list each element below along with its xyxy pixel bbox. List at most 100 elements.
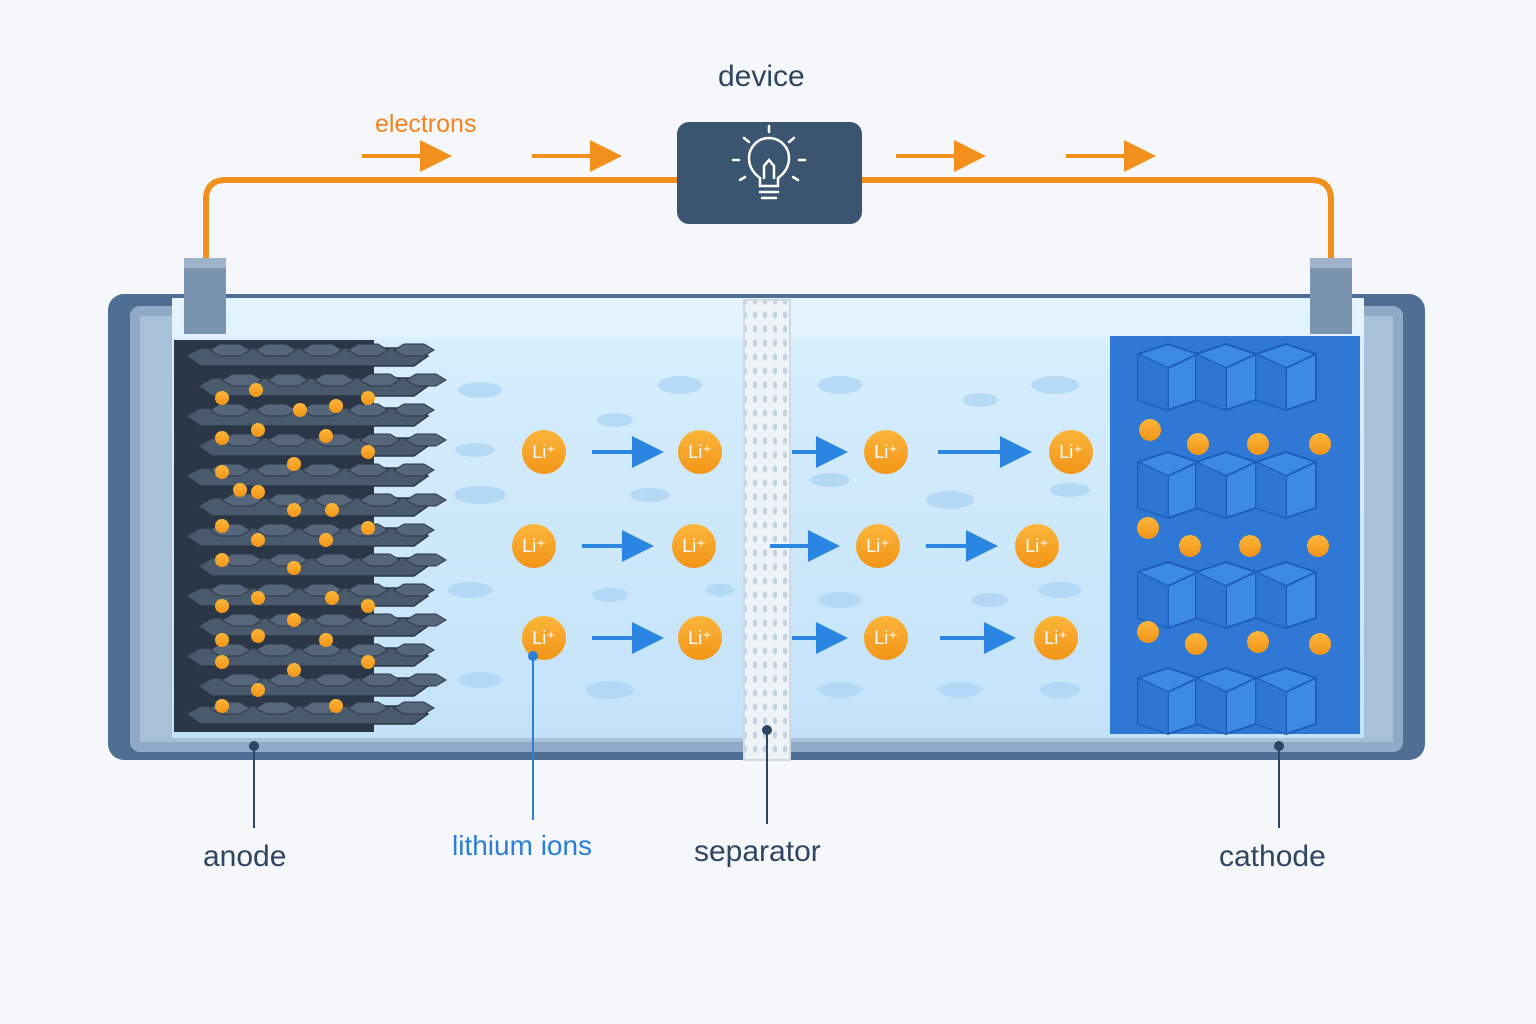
cathode-lithium-dot (1307, 535, 1329, 557)
graphite-layer (196, 373, 447, 397)
lithium-ion: Li⁺ (522, 430, 566, 474)
cathode-crystal (1195, 450, 1257, 520)
graphite-layer (184, 701, 435, 725)
lithium-ion: Li⁺ (678, 616, 722, 660)
electrolyte-bubbles (448, 376, 1090, 699)
lithium-ion-circle (522, 616, 566, 660)
lithium-ion-label: Li⁺ (874, 628, 898, 648)
cathode-lithium-dot (1309, 633, 1331, 655)
lithium-ion: Li⁺ (864, 430, 908, 474)
anode-lithium-dot (319, 533, 333, 547)
anode-lithium-dot (287, 561, 301, 575)
anode-lithium-dot (251, 683, 265, 697)
lithium-ion-label: Li⁺ (688, 628, 712, 648)
lithium-ion-circle (1015, 524, 1059, 568)
cathode-crystal (1137, 560, 1199, 630)
leader-lines (249, 725, 1284, 828)
cathode-lithium-dot (1239, 535, 1261, 557)
cathode-lithium-dot (1137, 517, 1159, 539)
lightbulb-icon (731, 124, 807, 200)
lithium-ion-label: Li⁺ (1059, 442, 1083, 462)
anode-lithium-dot (329, 399, 343, 413)
graphite-layer (196, 673, 447, 697)
anode-lithium-dot (287, 457, 301, 471)
anode-lithium-dot (293, 403, 307, 417)
anode-lithium-dot (215, 655, 229, 669)
lithium-ion-circle (1049, 430, 1093, 474)
anode-label: anode (203, 840, 287, 873)
cathode-lithium-dot (1185, 633, 1207, 655)
ions-leader (528, 651, 538, 820)
lithium-ion: Li⁺ (1034, 616, 1078, 660)
cathode-crystal (1137, 342, 1199, 412)
lithium-ion-circle (522, 430, 566, 474)
anode-lithium-dot (319, 633, 333, 647)
lithium-ion-circle (678, 430, 722, 474)
lithium-ion: Li⁺ (856, 524, 900, 568)
anode-lithium-dot (215, 553, 229, 567)
anode-lithium-dot (215, 391, 229, 405)
anode-lithium-dot (287, 663, 301, 677)
anode-lithium-dot (361, 445, 375, 459)
lithium-ion-label: Li⁺ (532, 442, 556, 462)
graphite-layer (196, 553, 447, 577)
cathode-lithium-dot (1247, 433, 1269, 455)
cathode-lithium-dot (1137, 621, 1159, 643)
anode-lithium-dot (361, 521, 375, 535)
anode-lithium-dot (329, 699, 343, 713)
lithium-ion-circle (672, 524, 716, 568)
cathode-crystal (1255, 560, 1317, 630)
lithium-ion: Li⁺ (678, 430, 722, 474)
anode-lithium-dot (287, 613, 301, 627)
electrons-label: electrons (375, 110, 477, 138)
lithium-ion-label: Li⁺ (866, 536, 890, 556)
cathode-crystal (1137, 450, 1199, 520)
lithium-ion: Li⁺ (1015, 524, 1059, 568)
anode-graphite (174, 340, 447, 732)
lithium-ion-circle (864, 430, 908, 474)
graphite-layer (184, 523, 435, 547)
lithium-ion-label: Li⁺ (522, 536, 546, 556)
anode-lithium-dot (361, 655, 375, 669)
anode-lithium-dot (215, 599, 229, 613)
lithium-ion: Li⁺ (522, 616, 566, 660)
anode-lithium-dot (251, 533, 265, 547)
lithium-ion: Li⁺ (512, 524, 556, 568)
lithium-ion-label: Li⁺ (688, 442, 712, 462)
anode-lithium-dot (287, 503, 301, 517)
cathode-terminal (1310, 258, 1352, 334)
lithium-ion-label: Li⁺ (532, 628, 556, 648)
cathode-crystal (1255, 342, 1317, 412)
graphite-layer (184, 463, 435, 487)
anode-lithium-dot (215, 519, 229, 533)
anode-lithium-dot (251, 485, 265, 499)
cathode-label: cathode (1219, 840, 1326, 873)
device-label: device (718, 60, 805, 93)
cathode-crystal (1195, 560, 1257, 630)
anode-lithium-dot (249, 383, 263, 397)
lithium-ion-circle (1034, 616, 1078, 660)
cathode-crystal (1195, 342, 1257, 412)
anode-lithium-dot (325, 503, 339, 517)
lithium-ion-circle (864, 616, 908, 660)
cathode-crystal (1195, 666, 1257, 736)
lithium-ion-label: Li⁺ (682, 536, 706, 556)
cathode-lattice (1110, 336, 1360, 736)
anode-lithium-dot (361, 599, 375, 613)
lithium-ion: Li⁺ (672, 524, 716, 568)
device-box (677, 122, 862, 224)
separator (743, 299, 791, 761)
graphite-layer (184, 343, 435, 367)
cathode-crystal (1255, 450, 1317, 520)
anode-terminal (184, 258, 226, 334)
lithium-ion-label: Li⁺ (1025, 536, 1049, 556)
lithium-ions-label: lithium ions (452, 830, 593, 861)
anode-lithium-dot (361, 391, 375, 405)
lithium-ion-label: Li⁺ (874, 442, 898, 462)
graphite-layer (196, 493, 447, 517)
graphite-layer (196, 613, 447, 637)
cathode-lithium-dot (1179, 535, 1201, 557)
lithium-ion-circle (856, 524, 900, 568)
separator-label: separator (694, 835, 821, 868)
